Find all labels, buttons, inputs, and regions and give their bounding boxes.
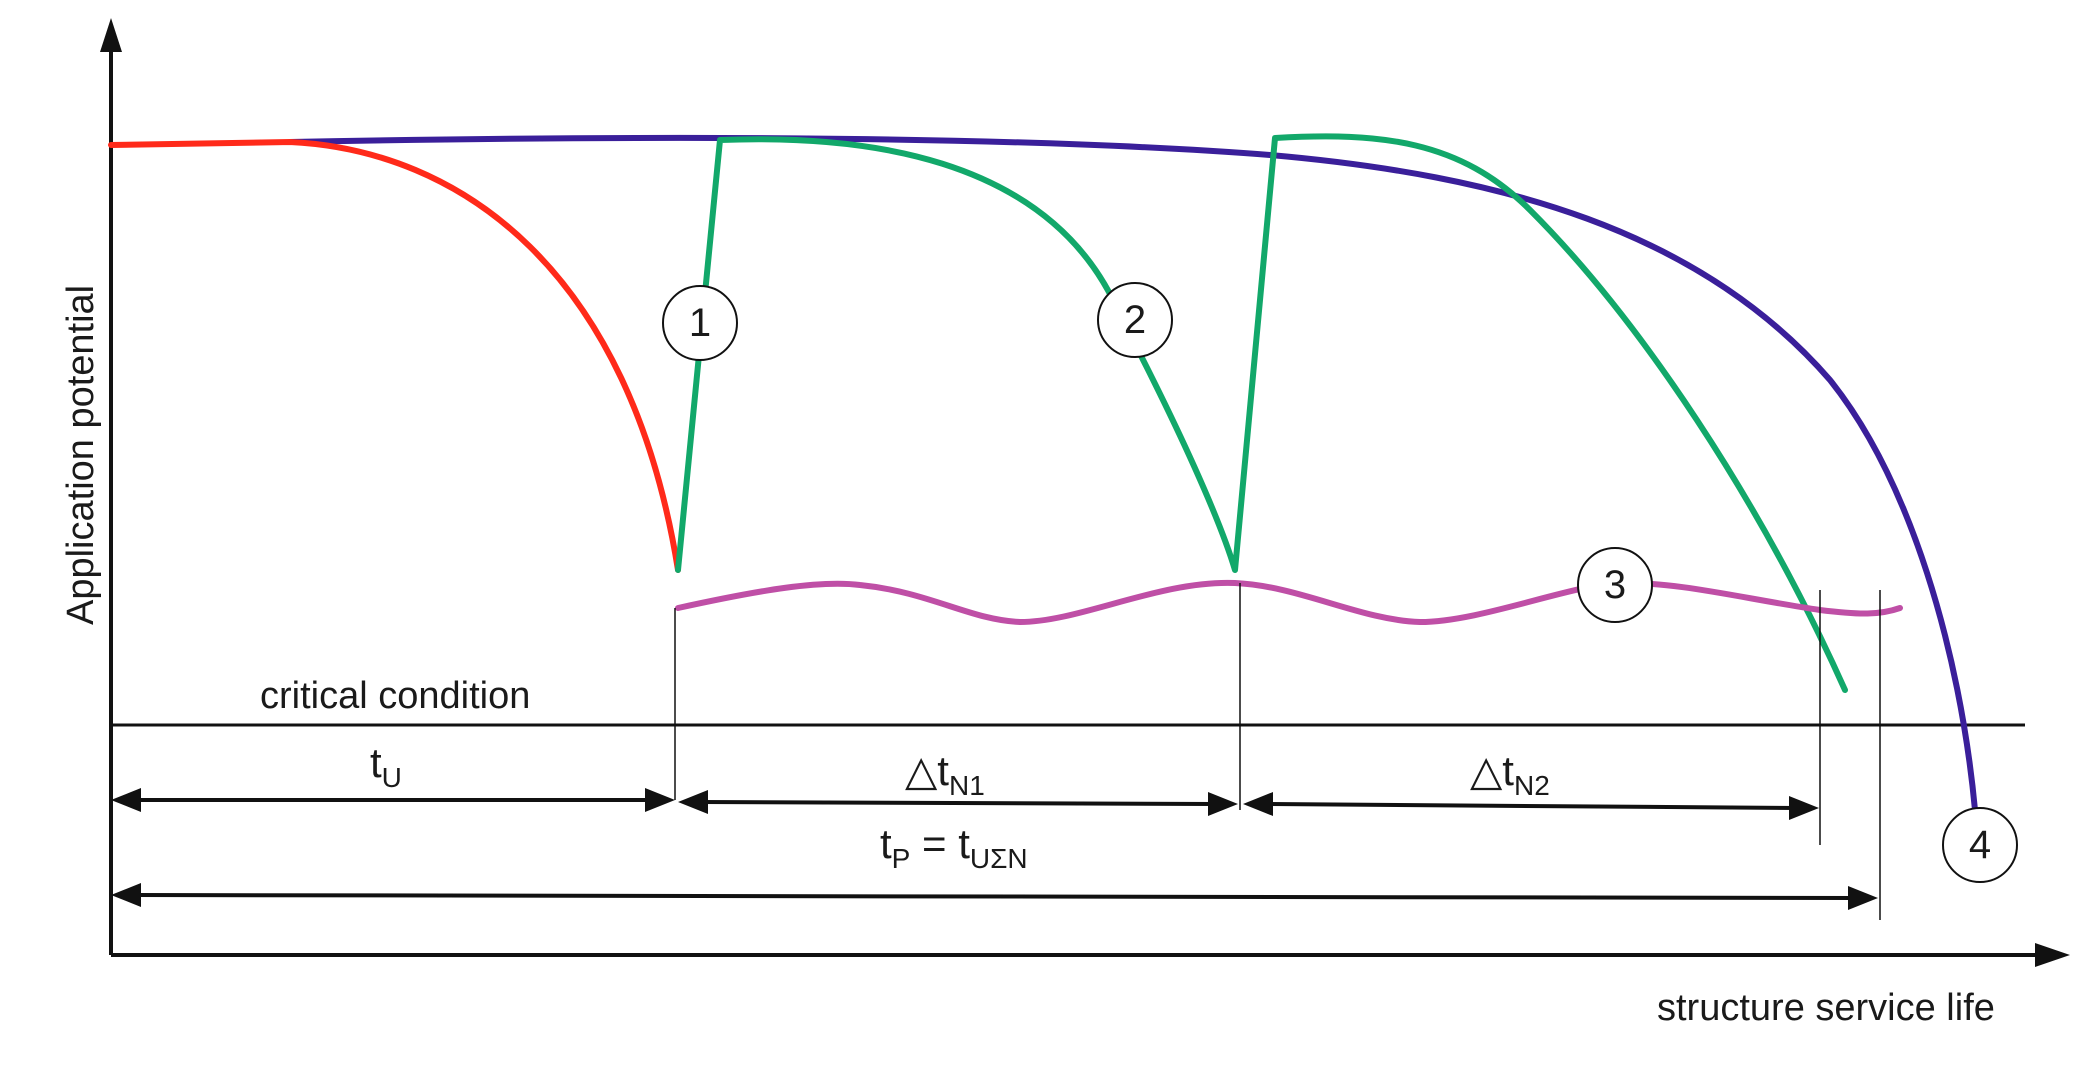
svg-text:3: 3 bbox=[1604, 563, 1626, 607]
marker-3: 3 bbox=[1577, 547, 1653, 623]
interval-arrow-dt-n1 bbox=[678, 790, 1238, 816]
x-axis-label: structure service life bbox=[1657, 987, 1995, 1029]
marker-2: 2 bbox=[1097, 282, 1173, 358]
x-axis-arrowhead bbox=[2035, 943, 2070, 967]
critical-condition-label: critical condition bbox=[260, 675, 530, 717]
label-t-total: tP = tUΣN bbox=[880, 820, 1028, 874]
svg-text:1: 1 bbox=[689, 301, 711, 345]
green-curve bbox=[675, 133, 1848, 693]
red-curve bbox=[108, 138, 681, 573]
blue-curve bbox=[287, 134, 1978, 813]
interval-arrow-dt-n2 bbox=[1243, 792, 1819, 820]
y-axis-arrowhead bbox=[100, 18, 122, 52]
svg-text:4: 4 bbox=[1969, 823, 1991, 867]
interval-arrow-total bbox=[111, 883, 1878, 910]
label-t-u: tU bbox=[370, 739, 402, 793]
interval-arrow-tu bbox=[111, 788, 675, 812]
marker-4: 4 bbox=[1942, 807, 2018, 883]
label-dt-n2: △tN2 bbox=[1470, 747, 1550, 801]
marker-1: 1 bbox=[662, 285, 738, 361]
y-axis-label: Application potential bbox=[60, 285, 102, 625]
svg-text:2: 2 bbox=[1124, 298, 1146, 342]
magenta-curve bbox=[675, 579, 1903, 626]
label-dt-n1: △tN1 bbox=[905, 747, 985, 801]
